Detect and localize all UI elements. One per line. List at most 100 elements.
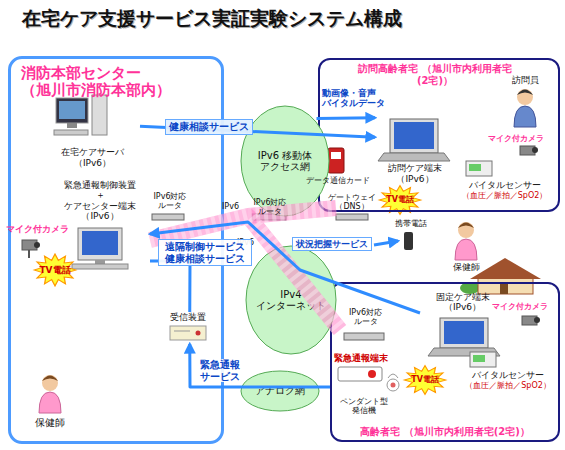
service-label: 緊急通報 サービス	[196, 359, 244, 382]
center-terminal-icon	[72, 264, 128, 269]
vital-sensor-icon	[466, 161, 492, 176]
service-label: 遠隔制御サービス 健康相談サービス	[158, 239, 252, 266]
part-label: IPv6	[222, 202, 239, 211]
network-ellipse: アナログ網	[240, 370, 320, 412]
part-label: ゲートウェイ （DNS）	[324, 193, 380, 211]
visitor-figure	[517, 90, 533, 96]
node-label: 緊急通報制御装置 ＋ ケアセンター端末 （IPv6）	[61, 180, 139, 221]
node-label: 受信装置	[170, 312, 206, 322]
status-arrow	[374, 241, 398, 245]
visitor-figure	[514, 89, 536, 127]
nurse-figure	[42, 376, 58, 382]
terminal-node: 訪問ケア端末 （IPv6）	[375, 112, 455, 184]
nurse-figure	[39, 375, 61, 413]
center-terminal-icon	[95, 260, 105, 264]
mobile-phone	[404, 232, 413, 250]
part-label: データ通信カード	[306, 176, 370, 185]
node-label: IPv6対応 ルータ	[343, 308, 388, 326]
part-label: IPv6対応 ルータ	[148, 192, 192, 210]
node-label: 高齢者宅 （旭川市内利用者宅(2宅)）	[360, 426, 530, 438]
part-label: 状況把握サービス	[292, 237, 372, 251]
data-card-icon	[328, 148, 344, 173]
node-label: 緊急通報端末	[334, 353, 388, 363]
pendant-icon	[391, 383, 396, 388]
center-terminal-icon	[82, 231, 118, 255]
part-label: TV電話	[37, 265, 73, 275]
data-card-icon	[328, 148, 344, 173]
node-label: IPv4 インターネット	[254, 289, 329, 312]
laptop-icon	[378, 119, 450, 161]
camera-icon	[534, 317, 540, 323]
part-label: マイク付カメラ	[488, 134, 544, 143]
server-icon	[56, 98, 88, 123]
part-label: TV電話	[407, 375, 443, 384]
nurse-figure	[458, 222, 474, 238]
data-card-icon	[331, 152, 341, 159]
alarm-node: 緊急通報端末	[330, 353, 392, 393]
alarm-terminal-icon	[338, 367, 382, 381]
sensor-node: バイタルセンサー（血圧／脈拍／SpO2）	[458, 350, 558, 390]
ellipse-outline	[241, 371, 319, 411]
house-icon	[470, 258, 541, 279]
server-icon	[54, 130, 88, 135]
node-label: バイタルセンサー	[472, 370, 544, 380]
house-icon	[478, 278, 533, 294]
laptop-icon	[378, 153, 450, 161]
node-label: IPv6 移動体 アクセス網	[258, 150, 313, 173]
nurse-figure	[39, 392, 61, 413]
house-icon	[500, 283, 508, 294]
part-label: 保健師	[30, 417, 70, 429]
node-label: バイタルセンサー	[469, 180, 541, 190]
visitor-figure	[514, 106, 536, 127]
nurse-figure	[458, 223, 474, 229]
server-icon	[54, 95, 107, 135]
part-label: TV電話	[382, 195, 418, 204]
nurse-figure	[455, 239, 477, 260]
part-label: 訪問員	[505, 75, 545, 85]
ellipse-outline	[241, 106, 329, 216]
router-icon	[344, 333, 384, 340]
receiver-device	[170, 326, 206, 340]
part-label: 携帯電話	[389, 219, 433, 228]
ellipse-outline	[246, 246, 336, 354]
router-node: IPv6対応 ルータ	[338, 308, 393, 346]
laptop-icon	[394, 122, 434, 149]
receiver-node: 受信装置	[165, 312, 210, 344]
pendant-icon	[388, 374, 398, 378]
diagram-title: 在宅ケア支援サービス実証実験システム構成	[22, 6, 402, 32]
network-ellipse: IPv4 インターネット	[245, 245, 337, 355]
nurse-figure	[42, 375, 58, 391]
laptop-icon	[440, 318, 488, 348]
service-arrow	[150, 261, 190, 312]
vital-sensor-icon	[470, 352, 496, 367]
part-label: マイク付カメラ	[6, 224, 69, 234]
server-icon	[92, 95, 107, 135]
pendant-icon	[387, 379, 399, 391]
service-label: 健康相談サービス	[165, 119, 253, 135]
receiver-device	[196, 331, 201, 336]
node-label: 消防本部センター （旭川市消防本部内）	[21, 65, 191, 100]
center-terminal-icon	[72, 228, 128, 269]
gateway-icon	[336, 214, 368, 220]
vital-sensor-icon	[473, 355, 485, 362]
alarm-terminal-icon	[368, 370, 376, 378]
receiver-device	[170, 326, 206, 340]
node-label: 訪問ケア端末 （IPv6）	[385, 163, 445, 184]
router-icon	[152, 214, 184, 220]
node-label: （血圧／脈拍／SpO2）	[465, 381, 551, 390]
part-label: 保健師	[446, 262, 486, 272]
nurse-figure	[455, 222, 477, 260]
node-label: アナログ網	[255, 385, 305, 397]
vital-sensor-icon	[469, 164, 481, 171]
sensor-node: バイタルセンサー（血圧／脈拍／SpO2）	[452, 160, 557, 200]
server-node: 在宅ケアサーバ （IPv6）	[45, 92, 140, 168]
server-icon	[59, 101, 85, 119]
service-arrow	[317, 116, 376, 120]
tv-burst	[34, 254, 76, 286]
server-icon	[67, 123, 77, 128]
laptop-icon	[444, 321, 484, 344]
part-label: IPv6対応 ルータ	[248, 198, 292, 216]
laptop-icon	[390, 119, 438, 153]
vital-sensor-icon	[470, 352, 496, 367]
